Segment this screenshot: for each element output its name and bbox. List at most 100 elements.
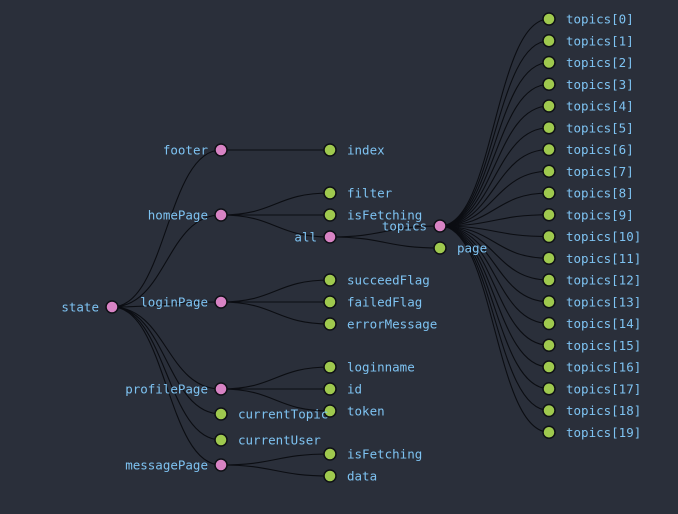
leaf-node-marker[interactable] <box>323 360 337 374</box>
tree-node-loginname[interactable]: loginname <box>323 360 415 375</box>
tree-node-error-message[interactable]: errorMessage <box>323 317 437 332</box>
leaf-node-marker[interactable] <box>323 143 337 157</box>
leaf-node-marker[interactable] <box>214 433 228 447</box>
expandable-node-marker[interactable] <box>323 230 337 244</box>
tree-node-topics-12[interactable]: topics[12] <box>542 273 641 288</box>
tree-node-topics-14[interactable]: topics[14] <box>542 316 641 331</box>
tree-node-topics-9[interactable]: topics[9] <box>542 207 634 222</box>
node-label: topics[7] <box>566 164 634 179</box>
link-footer <box>111 149 222 308</box>
leaf-node-marker[interactable] <box>542 273 556 287</box>
leaf-node-marker[interactable] <box>542 142 556 157</box>
tree-node-failed-flag[interactable]: failedFlag <box>323 295 422 310</box>
leaf-node-marker[interactable] <box>542 382 556 396</box>
expandable-node-marker[interactable] <box>214 143 228 157</box>
expandable-node-marker[interactable] <box>214 458 228 472</box>
leaf-node-marker[interactable] <box>542 34 556 48</box>
tree-node-topics-18[interactable]: topics[18] <box>542 403 641 418</box>
leaf-node-marker[interactable] <box>542 77 556 91</box>
node-label: loginPage <box>140 295 208 310</box>
tree-node-topics-2[interactable]: topics[2] <box>542 55 634 70</box>
tree-node-topics-6[interactable]: topics[6] <box>542 142 634 157</box>
node-label: succeedFlag <box>347 273 430 288</box>
node-label: failedFlag <box>347 295 422 310</box>
expandable-node-marker[interactable] <box>433 219 447 233</box>
tree-node-topics-0[interactable]: topics[0] <box>542 12 634 27</box>
tree-node-topics-13[interactable]: topics[13] <box>542 294 641 309</box>
tree-node-data[interactable]: data <box>323 469 377 484</box>
leaf-node-marker[interactable] <box>542 403 556 418</box>
expandable-node-marker[interactable] <box>214 295 228 309</box>
tree-node-topics-16[interactable]: topics[16] <box>542 360 641 375</box>
tree-node-topics-8[interactable]: topics[8] <box>542 186 634 201</box>
expandable-node-marker[interactable] <box>105 300 119 314</box>
tree-node-topics-11[interactable]: topics[11] <box>542 251 641 266</box>
tree-nodes: state footer index homePage filter isFetching… <box>61 12 641 484</box>
leaf-node-marker[interactable] <box>323 447 337 461</box>
tree-node-topics-4[interactable]: topics[4] <box>542 99 634 114</box>
leaf-node-marker[interactable] <box>323 469 337 483</box>
link-topics-0 <box>439 18 550 227</box>
tree-node-all[interactable]: all <box>294 230 337 245</box>
leaf-node-marker[interactable] <box>433 241 447 255</box>
node-label: currentUser <box>238 433 321 448</box>
leaf-node-marker[interactable] <box>323 382 337 396</box>
leaf-node-marker[interactable] <box>542 99 556 113</box>
leaf-node-marker[interactable] <box>323 404 337 418</box>
expandable-node-marker[interactable] <box>214 208 228 222</box>
tree-node-state[interactable]: state <box>61 300 119 315</box>
link-topics-16 <box>439 225 550 368</box>
link-topics-11 <box>439 225 550 259</box>
tree-node-message-page[interactable]: messagePage <box>125 458 228 473</box>
tree-node-topics-17[interactable]: topics[17] <box>542 381 641 396</box>
leaf-node-marker[interactable] <box>542 186 556 200</box>
tree-node-footer[interactable]: footer <box>163 143 228 158</box>
tree-node-topics-10[interactable]: topics[10] <box>542 229 641 244</box>
expandable-node-marker[interactable] <box>214 382 228 396</box>
tree-node-topics-7[interactable]: topics[7] <box>542 164 634 179</box>
tree-node-topics-3[interactable]: topics[3] <box>542 77 634 92</box>
tree-node-succeed-flag[interactable]: succeedFlag <box>323 273 430 288</box>
leaf-node-marker[interactable] <box>542 121 556 135</box>
leaf-node-marker[interactable] <box>323 317 337 331</box>
tree-node-index[interactable]: index <box>323 143 385 158</box>
node-label: topics[18] <box>566 403 641 418</box>
leaf-node-marker[interactable] <box>323 208 337 222</box>
tree-node-current-topic[interactable]: currentTopic <box>214 407 328 422</box>
tree-node-profile-page[interactable]: profilePage <box>125 382 228 397</box>
leaf-node-marker[interactable] <box>542 12 556 26</box>
tree-node-topics-19[interactable]: topics[19] <box>542 425 641 440</box>
link-topics-8 <box>439 192 550 227</box>
leaf-node-marker[interactable] <box>542 164 556 178</box>
tree-node-token[interactable]: token <box>323 404 385 419</box>
tree-node-topics[interactable]: topics <box>382 219 447 234</box>
tree-node-home-page[interactable]: homePage <box>148 208 228 223</box>
tree-node-filter[interactable]: filter <box>323 186 393 201</box>
link-all <box>220 214 331 238</box>
tree-node-topics-1[interactable]: topics[1] <box>542 33 634 48</box>
leaf-node-marker[interactable] <box>542 229 556 244</box>
leaf-node-marker[interactable] <box>214 407 228 421</box>
link-page <box>329 236 441 249</box>
leaf-node-marker[interactable] <box>323 186 337 200</box>
leaf-node-marker[interactable] <box>542 251 556 265</box>
tree-node-is-fetching[interactable]: isFetching <box>323 447 422 462</box>
tree-node-id[interactable]: id <box>323 382 362 397</box>
tree-node-topics-5[interactable]: topics[5] <box>542 120 634 135</box>
tree-node-login-page[interactable]: loginPage <box>140 295 228 310</box>
tree-node-is-fetching[interactable]: isFetching <box>323 208 422 223</box>
leaf-node-marker[interactable] <box>542 316 556 331</box>
leaf-node-marker[interactable] <box>323 273 337 287</box>
tree-node-page[interactable]: page <box>433 241 487 256</box>
leaf-node-marker[interactable] <box>542 425 556 439</box>
tree-node-topics-15[interactable]: topics[15] <box>542 338 641 353</box>
tree-links <box>111 18 550 477</box>
leaf-node-marker[interactable] <box>542 208 556 222</box>
leaf-node-marker[interactable] <box>542 55 556 70</box>
link-topics-12 <box>439 225 550 281</box>
tree-node-current-user[interactable]: currentUser <box>214 433 321 448</box>
leaf-node-marker[interactable] <box>542 360 556 374</box>
leaf-node-marker[interactable] <box>542 338 556 352</box>
leaf-node-marker[interactable] <box>542 295 556 309</box>
leaf-node-marker[interactable] <box>323 295 337 309</box>
